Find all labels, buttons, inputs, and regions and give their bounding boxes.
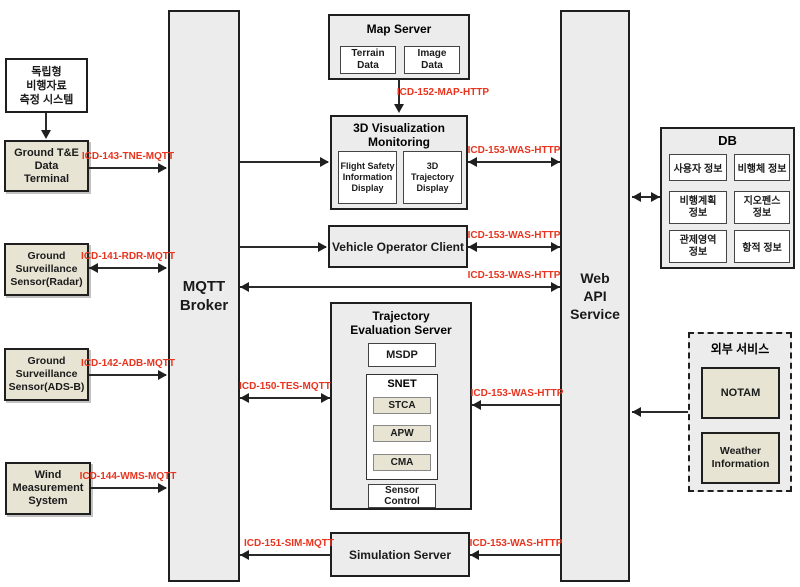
arrowhead-left-icon: [632, 407, 641, 417]
arrow-external-to-webapi: [632, 411, 688, 413]
link-label-icd-150: ICD-150-TES-MQTT: [239, 381, 331, 392]
external-services-title: 외부 서비스: [710, 342, 770, 356]
arrowhead-left-icon: [472, 400, 481, 410]
link-label-icd-153-voc: ICD-153-WAS-HTTP: [467, 230, 561, 241]
link-label-icd-141: ICD-141-RDR-MQTT: [81, 251, 175, 262]
ground-te-data-terminal-box: Ground T&E Data Terminal: [4, 140, 89, 192]
arrowhead-left-icon: [632, 192, 641, 202]
db-title: DB: [718, 133, 737, 148]
arrow-adsb-to-mqtt: [89, 374, 166, 376]
db-cell-track-info: 항적 정보: [734, 230, 790, 263]
arrow-standalone-to-te: [45, 113, 47, 134]
arrowhead-left-icon: [240, 393, 249, 403]
vehicle-operator-client-box: Vehicle Operator Client: [328, 225, 468, 268]
ground-surveillance-adsb-box: Ground Surveillance Sensor(ADS-B): [4, 348, 89, 401]
sensor-control-box: Sensor Control: [368, 484, 436, 508]
snet-label: SNET: [387, 378, 417, 390]
arrowhead-down-icon: [394, 104, 404, 113]
arrowhead-right-icon: [651, 192, 660, 202]
arrowhead-right-icon: [158, 263, 167, 273]
viz-title: 3D Visualization Monitoring: [353, 121, 445, 149]
notam-box: NOTAM: [701, 367, 780, 419]
simulation-server-box: Simulation Server: [330, 532, 470, 577]
db-cell-user-info: 사용자 정보: [669, 154, 727, 181]
arrow-mqtt-webapi: [240, 286, 560, 288]
db-cell-vehicle-info: 비행체 정보: [734, 154, 790, 181]
map-server-title: Map Server: [366, 22, 432, 36]
arrowhead-right-icon: [320, 157, 329, 167]
link-label-icd-151: ICD-151-SIM-MQTT: [244, 538, 334, 549]
3d-trajectory-display-box: 3D Trajectory Display: [403, 151, 462, 204]
external-services-box: 외부 서비스 NOTAM Weather Information: [688, 332, 792, 492]
arrow-map-to-viz: [398, 80, 400, 110]
arrow-radar-mqtt: [89, 267, 166, 269]
arrow-viz-webapi: [468, 161, 560, 163]
wind-measurement-system-box: Wind Measurement System: [5, 462, 91, 515]
arrowhead-right-icon: [321, 393, 330, 403]
apw-box: APW: [373, 425, 431, 442]
db-cell-geofence-info: 지오펜스 정보: [734, 191, 790, 224]
arrowhead-right-icon: [551, 242, 560, 252]
link-label-icd-143: ICD-143-TNE-MQTT: [81, 151, 175, 162]
link-label-icd-142: ICD-142-ADB-MQTT: [81, 358, 175, 369]
ground-surveillance-radar-box: Ground Surveillance Sensor(Radar): [4, 243, 89, 296]
arrow-mqtt-to-viz: [240, 161, 328, 163]
mqtt-broker-box: MQTT Broker: [168, 10, 240, 582]
arrow-webapi-to-sim: [470, 554, 560, 556]
arrowhead-down-icon: [41, 130, 51, 139]
link-label-icd-153-viz: ICD-153-WAS-HTTP: [467, 145, 561, 156]
arrow-webapi-db: [632, 196, 660, 198]
flight-safety-information-display-box: Flight Safety Information Display: [338, 151, 397, 204]
arrowhead-left-icon: [89, 263, 98, 273]
arrow-te-to-mqtt: [89, 167, 166, 169]
cma-box: CMA: [373, 454, 431, 471]
arrowhead-right-icon: [158, 483, 167, 493]
arrow-webapi-to-tes: [472, 404, 560, 406]
arrow-mqtt-to-voc: [240, 246, 326, 248]
arrowhead-right-icon: [318, 242, 327, 252]
db-cell-control-area-info: 관제영역 정보: [669, 230, 727, 263]
map-server-box: Map Server Terrain Data Image Data: [328, 14, 470, 80]
link-label-icd-153-tes: ICD-153-WAS-HTTP: [470, 388, 564, 399]
terrain-data-box: Terrain Data: [340, 46, 396, 74]
link-label-icd-153-sim: ICD-153-WAS-HTTP: [469, 538, 563, 549]
arrowhead-left-icon: [240, 550, 249, 560]
arrowhead-left-icon: [470, 550, 479, 560]
link-label-icd-153-broker: ICD-153-WAS-HTTP: [467, 270, 561, 281]
standalone-flight-data-system-box: 독립형 비행자료 측정 시스템: [5, 58, 88, 113]
arrowhead-right-icon: [551, 282, 560, 292]
web-api-service-box: Web API Service: [560, 10, 630, 582]
link-label-icd-152: ICD-152-MAP-HTTP: [396, 87, 490, 98]
arrowhead-left-icon: [468, 242, 477, 252]
db-box: DB 사용자 정보 비행체 정보 비행계획 정보 지오펜스 정보 관제영역 정보…: [660, 127, 795, 269]
db-cell-flight-plan-info: 비행계획 정보: [669, 191, 727, 224]
arrowhead-left-icon: [468, 157, 477, 167]
msdp-box: MSDP: [368, 343, 436, 367]
arrow-voc-webapi: [468, 246, 560, 248]
arrow-mqtt-tes: [240, 397, 330, 399]
arrowhead-right-icon: [551, 157, 560, 167]
arrowhead-right-icon: [158, 370, 167, 380]
arrow-wind-to-mqtt: [91, 487, 166, 489]
weather-information-box: Weather Information: [701, 432, 780, 484]
tes-title: Trajectory Evaluation Server: [350, 309, 452, 337]
3d-visualization-monitoring-box: 3D Visualization Monitoring Flight Safet…: [330, 115, 468, 210]
image-data-box: Image Data: [404, 46, 460, 74]
arrowhead-left-icon: [240, 282, 249, 292]
stca-box: STCA: [373, 397, 431, 414]
arrowhead-right-icon: [158, 163, 167, 173]
trajectory-evaluation-server-box: Trajectory Evaluation Server MSDP SNET S…: [330, 302, 472, 510]
link-label-icd-144: ICD-144-WMS-MQTT: [79, 471, 177, 482]
arrow-sim-to-mqtt: [240, 554, 330, 556]
snet-box: SNET STCA APW CMA: [366, 374, 438, 480]
